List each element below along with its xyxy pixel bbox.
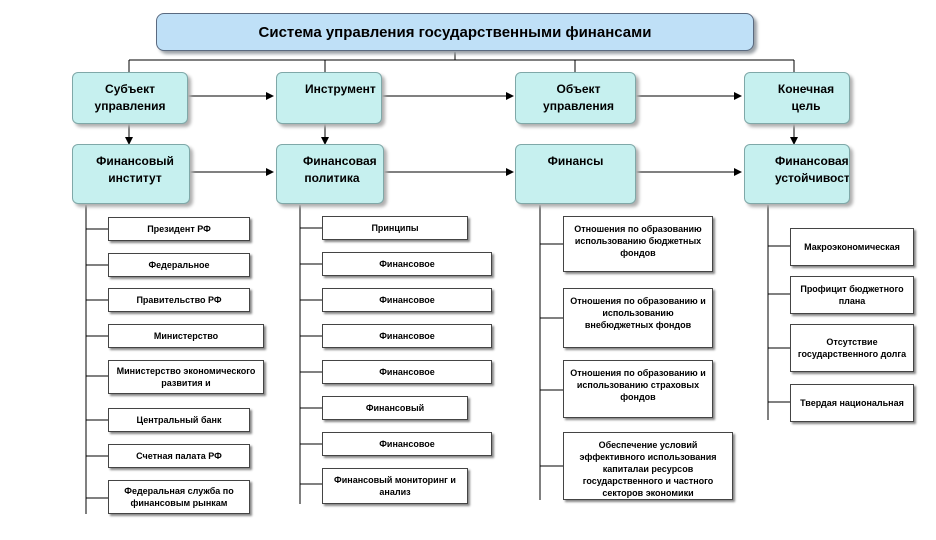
item-financial-3: Финансовое xyxy=(322,324,492,348)
item-extrabudget-funds: Отношения по образованию и использованию… xyxy=(563,288,713,348)
item-ministry-economic: Министерство экономического развития и xyxy=(108,360,264,394)
head-final-goal: Конечная цель xyxy=(744,72,850,124)
item-financial-markets-service: Федеральная служба по финансовым рынкам xyxy=(108,480,250,514)
head-subject: Субъект управления xyxy=(72,72,188,124)
item-central-bank: Центральный банк xyxy=(108,408,250,432)
category-financial-policy: Финансовая политика xyxy=(276,144,384,204)
item-macroeconomic: Макроэкономическая xyxy=(790,228,914,266)
item-financial-5: Финансовый xyxy=(322,396,468,420)
item-budget-surplus: Профицит бюджетного плана xyxy=(790,276,914,314)
item-federal-assembly: Федеральное xyxy=(108,253,250,277)
item-accounts-chamber: Счетная палата РФ xyxy=(108,444,250,468)
item-capital-efficiency: Обеспечение условий эффективного использ… xyxy=(563,432,733,500)
item-budget-funds: Отношения по образованию использованию б… xyxy=(563,216,713,272)
item-hard-currency: Твердая национальная xyxy=(790,384,914,422)
item-insurance-funds: Отношения по образованию и использованию… xyxy=(563,360,713,418)
category-financial-institute: Финансовый институт xyxy=(72,144,190,204)
item-president: Президент РФ xyxy=(108,217,250,241)
item-ministry: Министерство xyxy=(108,324,264,348)
head-instrument: Инструмент xyxy=(276,72,382,124)
category-finances: Финансы xyxy=(515,144,636,204)
item-financial-4: Финансовое xyxy=(322,360,492,384)
item-principles: Принципы xyxy=(322,216,468,240)
head-object: Объект управления xyxy=(515,72,636,124)
item-financial-monitoring: Финансовый мониторинг и анализ xyxy=(322,468,468,504)
category-financial-stability: Финансовая устойчивость xyxy=(744,144,850,204)
diagram-title: Система управления государственными фина… xyxy=(156,13,754,51)
item-financial-2: Финансовое xyxy=(322,288,492,312)
item-government: Правительство РФ xyxy=(108,288,250,312)
item-financial-1: Финансовое xyxy=(322,252,492,276)
item-no-state-debt: Отсутствие государственного долга xyxy=(790,324,914,372)
item-financial-6: Финансовое xyxy=(322,432,492,456)
